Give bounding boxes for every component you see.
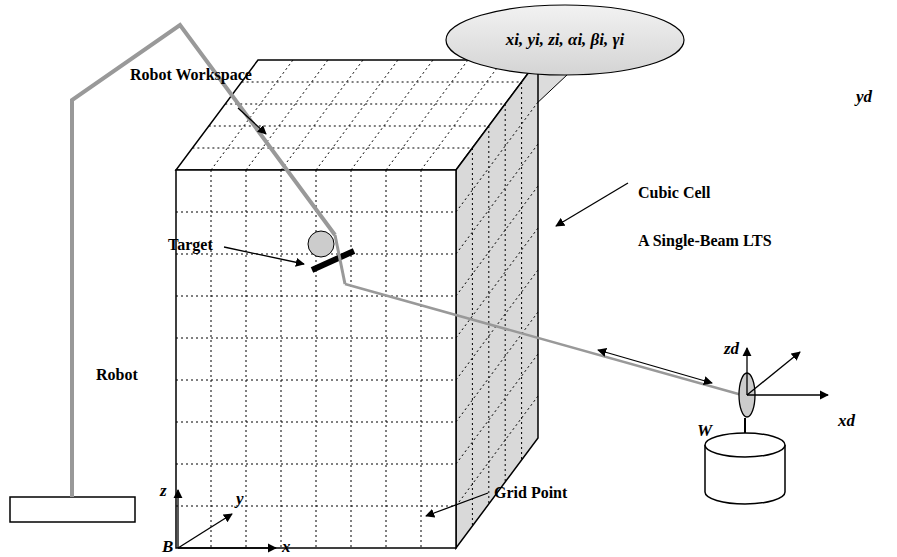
tracker-base [705,433,785,457]
grid-lines [176,60,538,548]
leader-arrow [238,108,266,134]
target-ball [308,231,334,257]
frame-label: B [162,538,173,557]
robot-arm [335,235,345,284]
axis-z [177,490,178,548]
region-label: Robot Workspace [130,66,252,84]
cube-front [176,170,456,548]
part-label: Robot [96,366,138,384]
callout-bubble: xi, yi, zi, αi, βi, γi [445,4,685,76]
pose-parameters: xi, yi, zi, αi, βi, γi [506,30,625,50]
axis-label: xd [838,412,855,431]
axis-xd [747,394,828,395]
leader-arrow [224,247,304,264]
part-label: A Single-Beam LTS [638,232,772,250]
axis-label: zd [724,340,739,359]
axis-x [178,547,276,548]
part-label: Grid Point [494,484,567,502]
distance-label: W [697,422,712,441]
leader-arrow [556,183,628,226]
robot-base [10,497,135,522]
tracker-post [744,418,746,433]
axis-zd [746,348,747,395]
distance-arrow [598,350,712,383]
laser-beam [345,284,742,395]
cube-side [456,60,538,548]
end-effector [312,251,354,270]
robot-arm [72,25,335,497]
axis-label: z [160,482,167,501]
axis-y [178,514,232,548]
axis-label: y [236,490,244,509]
leader-arrow [426,493,488,516]
axis-label: yd [856,88,872,107]
axis-label: x [282,538,291,557]
axis-yd [747,352,800,395]
part-label: Cubic Cell [638,184,710,202]
part-label: Target [168,236,213,254]
